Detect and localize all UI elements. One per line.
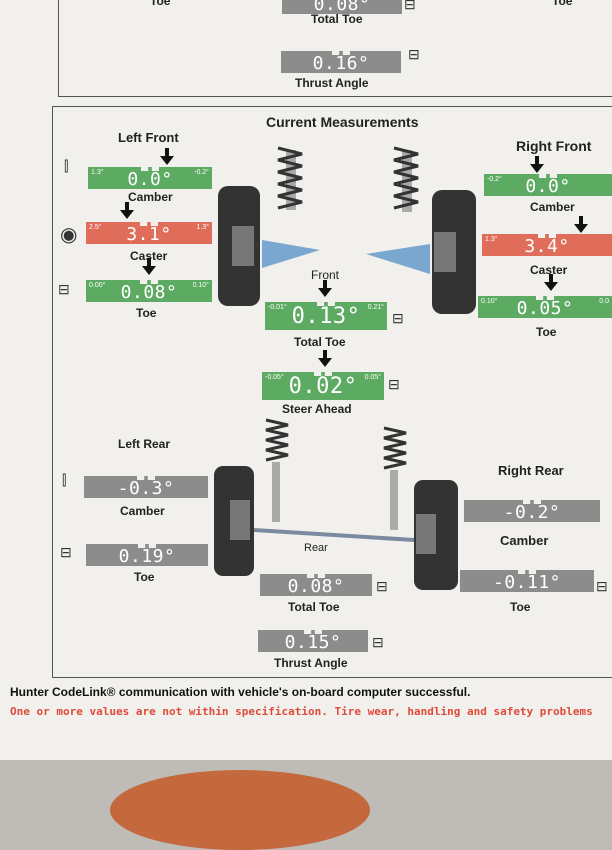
printout-sheet: Toe Toe 0.08° Total Toe ⊟ 0.16° Thrust A… [0, 0, 612, 760]
spec-warning: One or more values are not within specif… [10, 705, 593, 718]
caster-arrow [120, 202, 134, 219]
rear-thrust-angle-value: 0.15° [284, 632, 342, 653]
left-front-toe-gauge: 0.00° 0.10° 0.08° [86, 276, 212, 303]
top-panel [58, 0, 612, 97]
rear-thrust-angle-gauge: 0.15° [258, 626, 368, 653]
camber-icon: ⫿ [62, 472, 67, 488]
right-front-toe-gauge: 0.10° 0.0 0.05° [478, 292, 612, 319]
steer-ahead-arrow [318, 350, 332, 367]
top-thrust-angle-label: Thrust Angle [295, 76, 369, 90]
right-front-toe-value: 0.05° [516, 298, 574, 319]
left-rear-camber-gauge: -0.3° [84, 472, 208, 499]
caster-arrow [574, 216, 588, 233]
rear-total-toe-label: Total Toe [288, 600, 340, 614]
front-suspension-illustration [214, 146, 476, 590]
left-rear-camber-value: -0.3° [117, 478, 175, 499]
car-icon: ⊟ [372, 634, 384, 650]
left-rear-title: Left Rear [118, 437, 171, 451]
top-total-toe-label: Total Toe [311, 12, 363, 26]
front-total-toe-label: Total Toe [294, 335, 346, 349]
top-total-toe-gauge: 0.08° [282, 0, 402, 15]
codelink-status: Hunter CodeLink® communication with vehi… [10, 685, 471, 699]
right-rear-toe-label: Toe [510, 600, 531, 614]
right-front-caster-gauge: 1.3° 3.4° [482, 230, 612, 257]
left-front-title: Left Front [118, 130, 179, 145]
right-rear-camber-gauge: -0.2° [464, 496, 600, 523]
steer-ahead-gauge: -0.05° 0.05° 0.02° [262, 368, 384, 400]
car-icon: ⊟ [596, 578, 608, 594]
steer-ahead-value: 0.02° [288, 374, 358, 399]
car-icon: ⊟ [388, 376, 400, 392]
car-icon: ⊟ [404, 0, 416, 12]
rear-label: Rear [304, 542, 328, 554]
rear-total-toe-value: 0.08° [287, 576, 345, 597]
right-front-title: Right Front [516, 138, 592, 154]
right-front-camber-label: Camber [530, 200, 575, 214]
total-toe-arrow [318, 280, 332, 297]
caster-icon: ◉ [60, 224, 78, 246]
left-front-caster-gauge: 2.5° 1.3° 3.1° [86, 218, 212, 245]
steer-ahead-label: Steer Ahead [282, 402, 352, 416]
right-front-camber-value: 0.0° [525, 176, 571, 197]
top-total-toe-value: 0.08° [313, 0, 371, 15]
right-rear-camber-label: Camber [500, 533, 549, 548]
car-icon: ⊟ [58, 281, 70, 297]
background-object [110, 770, 370, 850]
top-right-toe-label: Toe [552, 0, 573, 8]
left-front-caster-label: Caster [130, 249, 168, 263]
section-title: Current Measurements [266, 114, 419, 130]
left-rear-toe-gauge: 0.19° [86, 540, 208, 567]
right-rear-title: Right Rear [498, 463, 564, 478]
left-front-camber-label: Camber [128, 190, 173, 204]
left-rear-camber-label: Camber [120, 504, 165, 518]
right-rear-camber-value: -0.2° [503, 502, 561, 523]
camber-icon: ⫿ [64, 158, 69, 174]
car-icon: ⊟ [392, 310, 404, 326]
left-front-caster-value: 3.1° [126, 224, 172, 245]
toe-arrow [544, 274, 558, 291]
front-total-toe-gauge: -0.01° 0.21° 0.13° [265, 298, 387, 330]
top-left-toe-label: Toe [150, 0, 171, 8]
camber-arrow [160, 148, 174, 165]
left-front-toe-label: Toe [136, 306, 157, 320]
front-total-toe-value: 0.13° [291, 304, 361, 329]
left-front-camber-gauge: 1.3° -0.2° 0.0° [88, 163, 212, 190]
car-icon: ⊟ [376, 578, 388, 594]
left-front-camber-value: 0.0° [127, 169, 173, 190]
front-label: Front [311, 268, 340, 282]
left-rear-toe-value: 0.19° [118, 546, 176, 567]
left-rear-toe-label: Toe [134, 570, 155, 584]
right-front-caster-value: 3.4° [524, 236, 570, 257]
right-front-toe-label: Toe [536, 325, 557, 339]
rear-thrust-angle-label: Thrust Angle [274, 656, 348, 670]
toe-arrow [142, 258, 156, 275]
left-front-toe-value: 0.08° [120, 282, 178, 303]
top-thrust-angle-gauge: 0.16° [281, 47, 401, 74]
right-rear-toe-value: -0.11° [492, 572, 562, 593]
right-front-camber-gauge: -0.2° 0.0° [484, 170, 612, 197]
top-thrust-angle-value: 0.16° [312, 53, 370, 74]
right-front-caster-label: Caster [530, 263, 568, 277]
camber-arrow [530, 156, 544, 173]
car-icon: ⊟ [60, 544, 72, 560]
car-icon: ⊟ [408, 46, 420, 62]
measurements-panel [52, 106, 612, 678]
right-rear-toe-gauge: -0.11° [460, 566, 594, 593]
rear-total-toe-gauge: 0.08° [260, 570, 372, 597]
